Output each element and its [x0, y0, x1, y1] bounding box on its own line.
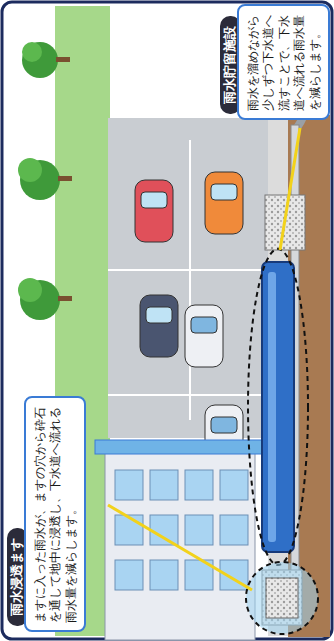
leader-line [108, 505, 252, 590]
trees [18, 42, 72, 320]
leader-line [280, 128, 300, 250]
building [95, 440, 265, 640]
cars [135, 172, 243, 467]
callout-box: 雨水貯留施設雨水を溜めながら少しずつ下水道へ流すことで、下水道へ流れる雨水量を減… [219, 4, 330, 120]
callout-box: 雨水浸透ますますに入った雨水が、ますの穴から砕石を通して地中に浸透し、下水道へ流… [6, 396, 86, 632]
highlight-ring [248, 249, 308, 565]
highlight-ring [246, 562, 318, 634]
gravel-box [262, 570, 302, 625]
storage-tank [262, 262, 294, 552]
parking-lot [108, 118, 270, 438]
storage-tank-shine [268, 272, 276, 542]
callout-body: 雨水を溜めながら少しずつ下水道へ流すことで、下水道へ流れる雨水量を減らします。 [236, 4, 330, 120]
parking-lines [108, 140, 270, 420]
infiltration-basin [266, 578, 298, 618]
callout-body: ますに入った雨水が、ますの穴から砕石を通して地中に浸透し、下水道へ流れる雨水量を… [24, 396, 87, 632]
